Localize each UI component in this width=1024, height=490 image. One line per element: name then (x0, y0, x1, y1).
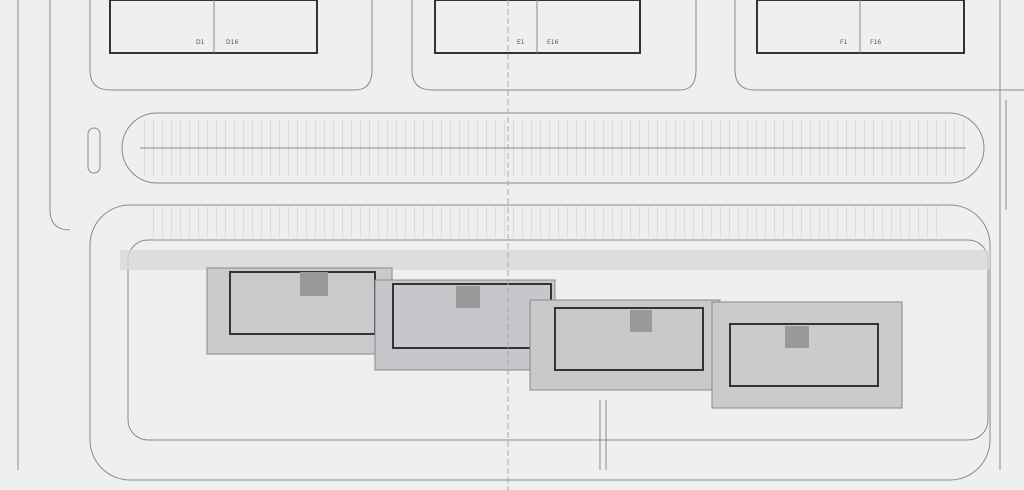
block-f-right-label: F16 (870, 39, 881, 46)
road-right (999, 0, 1007, 470)
stair-core (785, 326, 809, 348)
building-row (206, 267, 903, 409)
block-e: E1 E16 (411, 0, 697, 91)
block-d: D1 D16 (89, 0, 373, 91)
stair-core (300, 272, 328, 296)
stair-core (630, 310, 652, 332)
block-e-left-label: E1 (517, 39, 525, 46)
block-d-left-label: D1 (196, 39, 205, 46)
block-e-right-label: E16 (547, 39, 559, 46)
lower-site (89, 204, 991, 481)
block-f-left-label: F1 (840, 39, 847, 46)
block-d-right-label: D16 (226, 39, 238, 46)
block-f: F1 F16 (734, 0, 1024, 91)
parking-island (87, 112, 985, 184)
stair-core (456, 286, 480, 308)
road-left (17, 0, 71, 470)
